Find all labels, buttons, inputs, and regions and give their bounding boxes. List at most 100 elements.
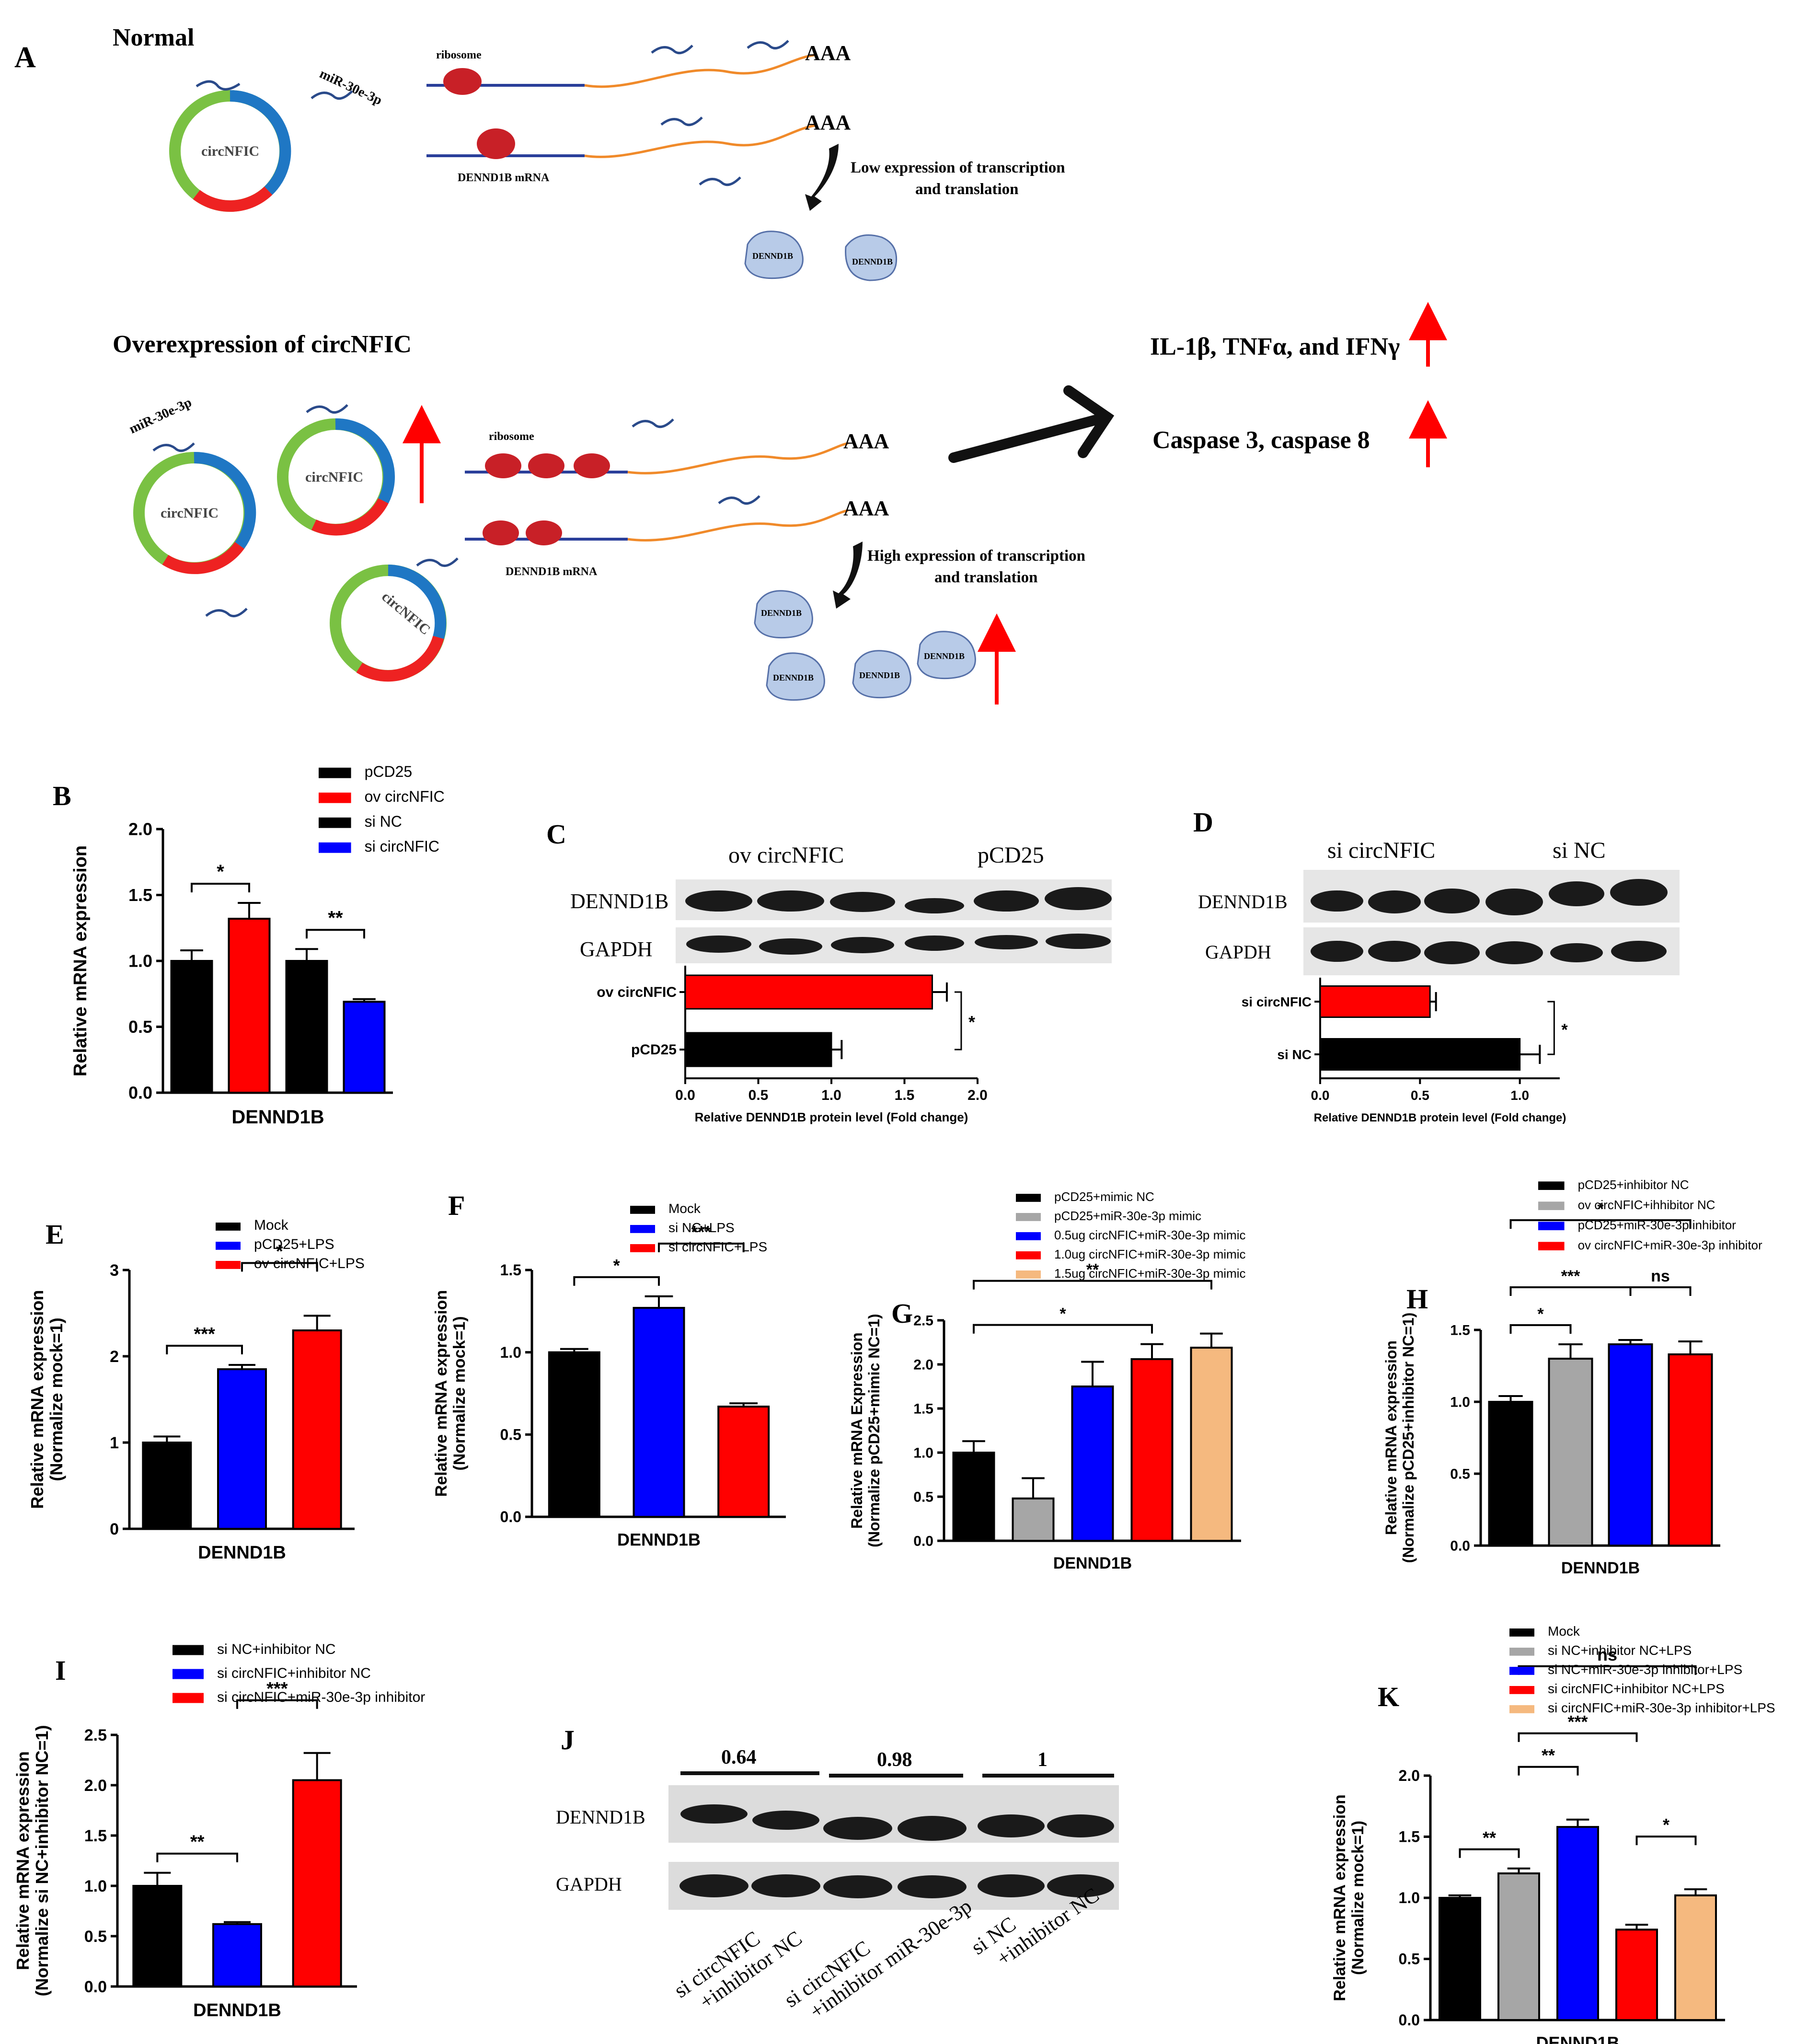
y-tick-label: 1.5 xyxy=(128,885,152,905)
blot-c-row1: DENND1B xyxy=(570,889,668,913)
panel-letter-d: D xyxy=(1193,807,1213,838)
sig-bracket xyxy=(1518,1766,1579,1776)
bar-h-0 xyxy=(1488,1401,1533,1547)
bar-g-1 xyxy=(1012,1497,1055,1542)
blot-j-row2: GAPDH xyxy=(556,1873,622,1895)
sig-label: * xyxy=(613,1256,620,1275)
panel-letter-i: I xyxy=(55,1655,66,1686)
x-tick-label: 0.5 xyxy=(748,1087,769,1103)
x-axis-label: DENND1B xyxy=(1561,1559,1640,1577)
legend-label: si circNFIC+miR-30e-3p inhibitor xyxy=(217,1689,425,1705)
sig-bracket xyxy=(1635,1836,1697,1846)
y-tick-label: 0.0 xyxy=(913,1534,933,1549)
bar-c-1 xyxy=(684,1032,832,1067)
legend-label: pCD25+LPS xyxy=(254,1236,334,1252)
mirna-icon xyxy=(196,40,789,186)
y-tick-label: 2.0 xyxy=(1399,1767,1420,1784)
legend-label: si NC+inhibitor NC+LPS xyxy=(1548,1643,1692,1658)
x-tick-label: 2.0 xyxy=(967,1087,988,1103)
legend-swatch xyxy=(1509,1667,1534,1675)
y-tick-label: 1.0 xyxy=(500,1344,521,1361)
sig-bracket xyxy=(236,1699,318,1709)
legend-label: 1.5ug circNFIC+miR-30e-3p mimic xyxy=(1054,1266,1245,1281)
curved-arrow-normal xyxy=(805,144,839,211)
y-axis-label: Relative mRNA expression xyxy=(27,1290,47,1509)
legend-swatch xyxy=(1509,1705,1534,1713)
sig-bracket xyxy=(973,1324,1153,1334)
legend-label: Mock xyxy=(668,1201,701,1216)
sig-bracket xyxy=(191,883,250,892)
sig-bracket xyxy=(1547,1001,1555,1055)
legend-swatch xyxy=(1016,1232,1041,1240)
blot-d-col1: si circNFIC xyxy=(1327,838,1435,863)
big-arrow xyxy=(948,385,1115,463)
y-tick-label: 0.5 xyxy=(1450,1467,1470,1482)
legend-swatch xyxy=(1016,1213,1041,1221)
x-tick-label: 0.0 xyxy=(1311,1088,1330,1103)
bar-i-1 xyxy=(212,1923,262,1988)
sig-bracket xyxy=(1509,1324,1572,1334)
legend-label: si circNFIC+LPS xyxy=(668,1239,767,1254)
polya-3: AAA xyxy=(843,429,889,453)
bar-c-0 xyxy=(684,974,933,1010)
sig-bracket xyxy=(573,1276,660,1286)
y-tick-label: 0.0 xyxy=(500,1508,521,1525)
protein-label-over-4: DENND1B xyxy=(924,651,965,661)
legend-swatch xyxy=(1016,1251,1041,1259)
sig-label: * xyxy=(1537,1305,1544,1323)
polya-1: AAA xyxy=(805,41,851,65)
legend-swatch xyxy=(1016,1270,1041,1279)
sig-bracket xyxy=(973,1280,1212,1290)
sig-bracket xyxy=(1518,1732,1638,1742)
bar-k-0 xyxy=(1439,1897,1481,2021)
y-tick-label: 1.5 xyxy=(1450,1323,1470,1339)
blot-j-ratio2: 0.98 xyxy=(877,1749,912,1771)
bar-f-1 xyxy=(633,1306,685,1518)
y-tick-label: 1.5 xyxy=(84,1827,107,1845)
y-tick-label: 1.5 xyxy=(500,1261,521,1279)
bar-h-3 xyxy=(1668,1353,1713,1547)
curved-arrow-over xyxy=(833,542,863,609)
y-tick-label: 0.5 xyxy=(500,1426,521,1444)
x-axis-label: DENND1B xyxy=(231,1107,324,1128)
bar-g-4 xyxy=(1190,1347,1233,1542)
sig-label: *** xyxy=(266,1679,288,1699)
x-tick-label: 1.5 xyxy=(895,1087,915,1103)
blot-d-row2: GAPDH xyxy=(1205,941,1271,963)
legend-label: pCD25+miR-30e-3p inhibitor xyxy=(1578,1218,1737,1232)
sig-label: *** xyxy=(691,1222,711,1242)
protein-label-normal-1: DENND1B xyxy=(752,251,793,261)
sig-bracket xyxy=(1509,1219,1692,1229)
sig-label: * xyxy=(1059,1305,1066,1323)
legend-label: si NC+inhibitor NC xyxy=(217,1641,336,1657)
x-tick-label: 0.5 xyxy=(1411,1088,1429,1103)
sig-label: *** xyxy=(1561,1267,1580,1285)
legend-swatch xyxy=(1538,1222,1565,1230)
protein-blobs-over xyxy=(754,590,976,701)
y-tick-label: 0.5 xyxy=(128,1017,152,1037)
high-expression-line1: High expression of transcription xyxy=(867,547,1085,565)
sig-label: * xyxy=(276,1241,283,1261)
legend-swatch xyxy=(216,1261,241,1269)
category-label: si NC xyxy=(1277,1047,1312,1062)
bar-h-1 xyxy=(1548,1358,1593,1547)
x-tick-label: 0.0 xyxy=(675,1087,695,1103)
panel-letter-c: C xyxy=(546,819,566,850)
x-axis-label: DENND1B xyxy=(193,2000,281,2021)
sig-label: ** xyxy=(1542,1745,1555,1765)
legend-swatch xyxy=(1538,1181,1565,1190)
legend-label: 1.0ug circNFIC+miR-30e-3p mimic xyxy=(1054,1247,1245,1261)
blot-j: J 0.64 0.98 1 DENND1B GAPDH si circNFIC+… xyxy=(556,1724,1119,2023)
svg-text:si circNFIC+inhibitor NC: si circNFIC+inhibitor NC xyxy=(670,1906,806,2022)
y-axis-label: Relative mRNA expression xyxy=(1382,1340,1400,1535)
sig-label: * xyxy=(1663,1815,1669,1835)
legend-label: Mock xyxy=(254,1217,289,1233)
sig-label: * xyxy=(1597,1200,1604,1218)
x-axis-label: DENND1B xyxy=(617,1530,701,1549)
blot-d-row1: DENND1B xyxy=(1198,891,1288,912)
y-tick-label: 2.0 xyxy=(128,820,152,839)
